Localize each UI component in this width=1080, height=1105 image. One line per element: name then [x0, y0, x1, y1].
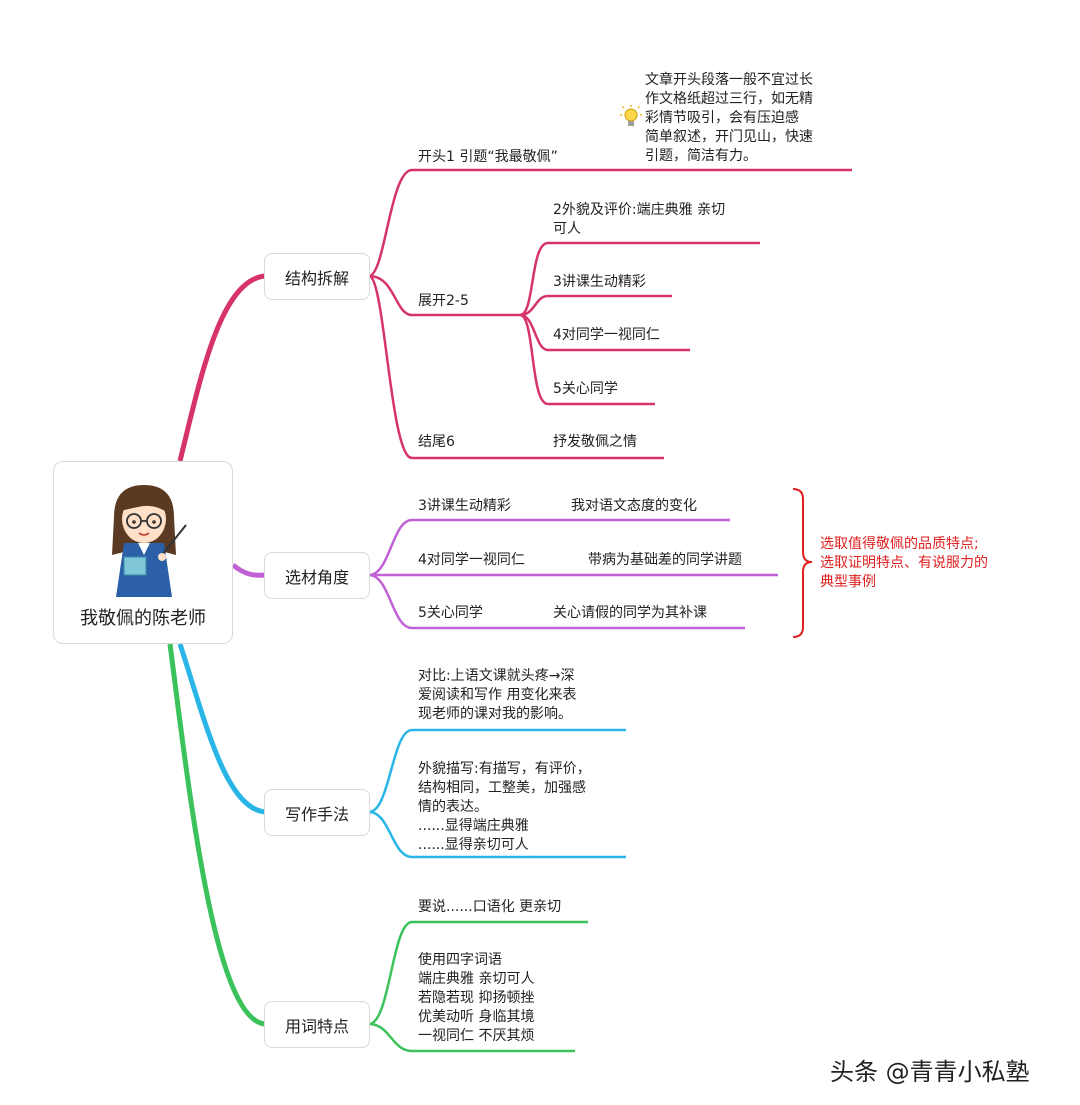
branch-material[interactable]: 选材角度	[264, 552, 370, 599]
body-point-fairness: 4对同学一视同仁	[553, 327, 660, 343]
body-point-teaching: 3讲课生动精彩	[553, 274, 646, 290]
branch-line-wording	[167, 643, 266, 1027]
material-detail-3: 关心请假的同学为其补课	[553, 605, 707, 621]
wording-idioms: 使用四字词语 端庄典雅 亲切可人 若隐若现 抑扬顿挫 优美动听 身临其境 一视同…	[418, 952, 535, 1044]
branch-technique[interactable]: 写作手法	[264, 789, 370, 836]
technique-appearance: 外貌描写:有描写，有评价， 结构相同，工整美，加强感 情的表达。 ......显…	[418, 761, 591, 853]
wording-connectors	[368, 920, 588, 1053]
central-node[interactable]: 我敬佩的陈老师	[53, 461, 233, 644]
watermark: 头条 @青青小私塾	[830, 1058, 1030, 1086]
body-point-appearance: 2外貌及评价:端庄典雅 亲切 可人	[553, 202, 726, 237]
branch-structure[interactable]: 结构拆解	[264, 253, 370, 300]
body-point-care: 5关心同学	[553, 381, 618, 397]
opening-note: 文章开头段落一般不宜过长 作文格纸超过三行，如无精 彩情节吸引，会有压迫感 简单…	[645, 72, 813, 164]
material-item-2: 4对同学一视同仁	[418, 552, 525, 568]
ending-point: 抒发敬佩之情	[553, 434, 637, 450]
technique-connectors	[368, 728, 626, 859]
material-detail-2: 带病为基础差的同学讲题	[588, 552, 742, 568]
structure-body: 展开2-5	[418, 293, 469, 309]
summary-brace	[792, 488, 813, 638]
technique-contrast: 对比:上语文课就头疼→深 爱阅读和写作 用变化来表 现老师的课对我的影响。	[418, 668, 577, 722]
central-title: 我敬佩的陈老师	[80, 608, 206, 629]
material-detail-1: 我对语文态度的变化	[571, 498, 697, 514]
branch-line-material	[231, 563, 266, 578]
structure-opening: 开头1 引题“我最敬佩”	[418, 149, 558, 165]
material-summary: 选取值得敬佩的品质特点; 选取证明特点、有说服力的 典型事例	[820, 536, 988, 590]
branch-material-label: 选材角度	[284, 567, 349, 587]
material-connectors	[368, 518, 778, 630]
structure-ending: 结尾6	[418, 434, 455, 450]
structure-connectors	[367, 168, 852, 460]
branch-wording-label: 用词特点	[284, 1016, 349, 1036]
material-item-1: 3讲课生动精彩	[418, 498, 511, 514]
wording-colloquial: 要说......口语化 更亲切	[418, 899, 562, 915]
lightbulb-icon	[620, 105, 642, 126]
branch-line-structure	[177, 273, 266, 462]
branch-line-technique	[177, 643, 266, 815]
branch-technique-label: 写作手法	[284, 804, 349, 824]
material-item-3: 5关心同学	[418, 605, 483, 621]
branch-structure-label: 结构拆解	[284, 268, 349, 288]
teacher-illustration	[112, 485, 187, 597]
branch-wording[interactable]: 用词特点	[264, 1001, 370, 1048]
